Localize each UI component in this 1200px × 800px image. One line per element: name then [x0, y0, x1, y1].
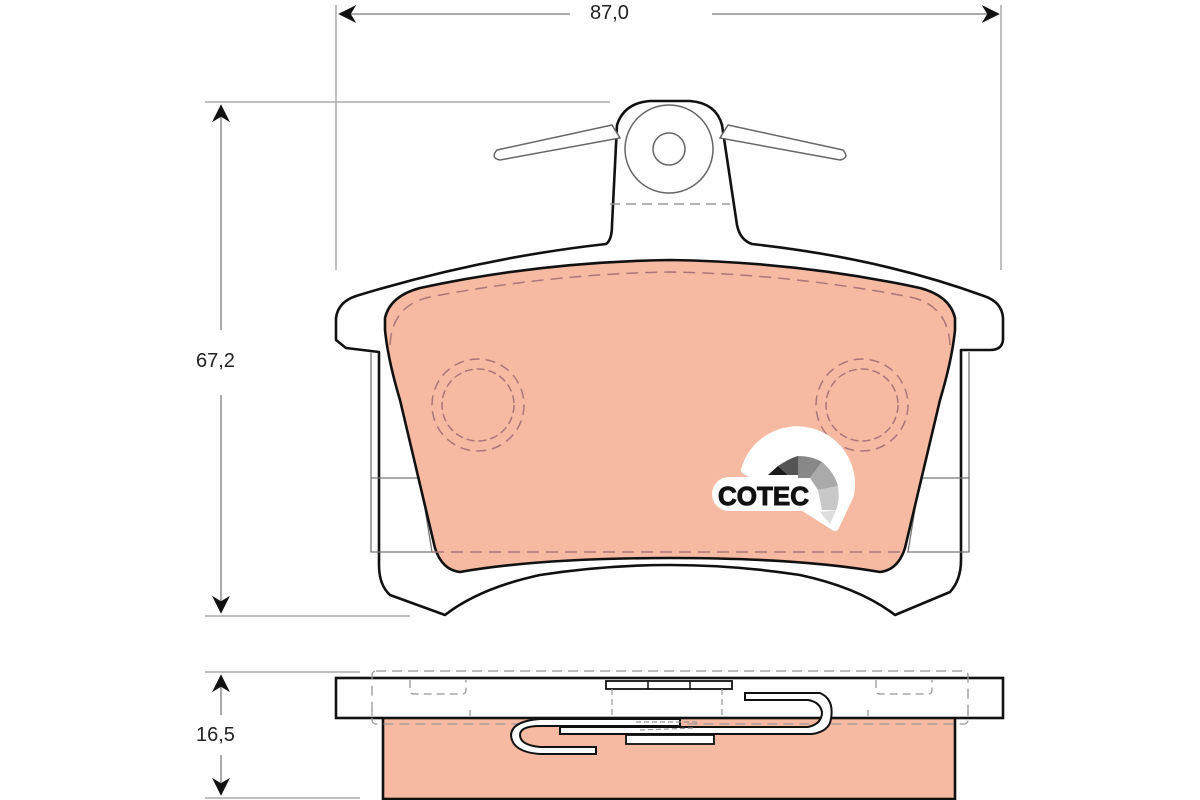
wear-indicator-clip	[493, 104, 847, 194]
height-dimension	[205, 101, 610, 617]
cotec-logo: COTEC	[712, 426, 856, 531]
width-dimension	[335, 5, 1002, 270]
cotec-logo-text: COTEC	[718, 481, 809, 511]
thickness-dimension-label: 16,5	[190, 724, 241, 747]
friction-material	[383, 258, 957, 574]
height-dimension-label: 67,2	[190, 350, 241, 373]
thickness-dimension	[205, 671, 360, 799]
side-view	[334, 670, 1005, 800]
width-dimension-label: 87,0	[584, 2, 635, 25]
